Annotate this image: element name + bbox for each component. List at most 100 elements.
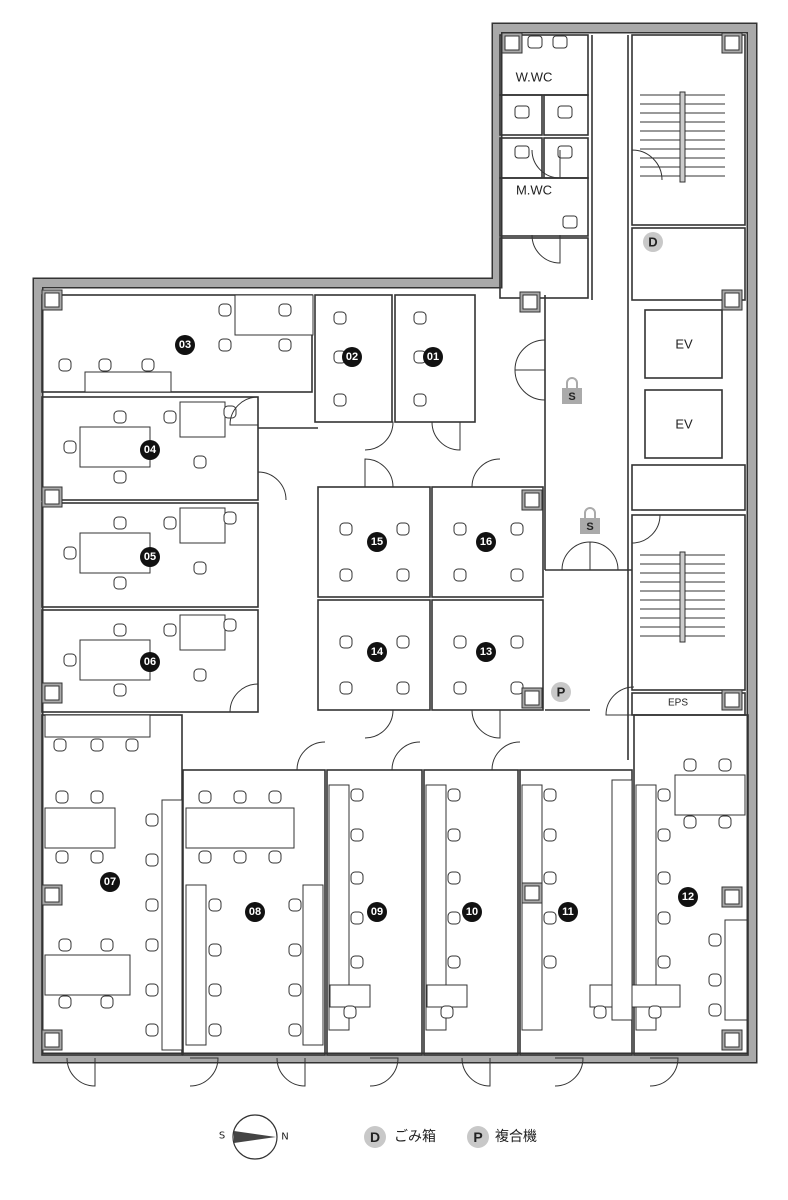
chair xyxy=(288,943,302,957)
chair xyxy=(145,1023,159,1037)
chair xyxy=(543,871,557,885)
room-label-07: 07 xyxy=(100,872,120,892)
stair-rail xyxy=(679,551,686,643)
chair xyxy=(208,943,222,957)
chair xyxy=(453,635,467,649)
column-inner xyxy=(524,885,540,901)
room-wall xyxy=(41,502,259,608)
chair xyxy=(145,938,159,952)
room-wall xyxy=(631,464,746,511)
chair xyxy=(278,338,292,352)
room-wall xyxy=(499,94,543,136)
chair xyxy=(339,522,353,536)
room-wall xyxy=(499,237,589,299)
room-number: 11 xyxy=(562,906,574,918)
printer-legend-label: 複合機 xyxy=(495,1128,537,1145)
chair xyxy=(58,358,72,372)
chair xyxy=(648,1005,662,1019)
chair xyxy=(55,790,69,804)
room-number-badge xyxy=(140,652,160,672)
room-number: 06 xyxy=(144,656,156,668)
room-number-badge xyxy=(367,642,387,662)
chair xyxy=(53,738,67,752)
room-label-03: 03 xyxy=(175,335,195,355)
chair xyxy=(223,511,237,525)
chair xyxy=(453,522,467,536)
chair xyxy=(708,1003,722,1017)
column-inner xyxy=(724,889,740,905)
room-number-badge xyxy=(245,902,265,922)
chair xyxy=(396,635,410,649)
chair xyxy=(98,358,112,372)
door xyxy=(364,709,394,739)
chair xyxy=(339,635,353,649)
door xyxy=(649,1057,679,1087)
chair xyxy=(683,758,697,772)
desk xyxy=(185,884,207,1046)
security-lock-icon: S xyxy=(580,507,600,534)
chair xyxy=(113,683,127,697)
door xyxy=(561,541,591,571)
room-wall xyxy=(317,486,431,598)
chair xyxy=(113,410,127,424)
furniture xyxy=(44,35,748,1051)
chair xyxy=(510,568,524,582)
room-number: 04 xyxy=(144,444,157,456)
column-inner xyxy=(524,492,540,508)
room-wall xyxy=(644,389,723,459)
svg-text:S: S xyxy=(568,391,575,403)
door xyxy=(229,396,259,426)
column-inner xyxy=(724,35,740,51)
door xyxy=(631,149,663,181)
room-wall xyxy=(394,294,476,423)
chair xyxy=(708,973,722,987)
chair xyxy=(453,681,467,695)
room-wall xyxy=(631,227,746,301)
column-inner xyxy=(724,1032,740,1048)
security-lock-icon: S xyxy=(562,377,582,404)
door xyxy=(257,471,287,501)
door xyxy=(514,339,546,371)
room-number-badge xyxy=(367,532,387,552)
room-label-09: 09 xyxy=(367,902,387,922)
room-wall xyxy=(499,177,589,237)
room-number-badge xyxy=(462,902,482,922)
chair xyxy=(657,828,671,842)
chair xyxy=(453,568,467,582)
chair xyxy=(593,1005,607,1019)
desk xyxy=(635,784,657,1031)
desk xyxy=(79,426,151,468)
stair-rail xyxy=(679,91,686,183)
elevator-2-label: EV xyxy=(675,417,693,432)
elevator-1-label: EV xyxy=(675,337,693,352)
chair xyxy=(447,828,461,842)
room-number-badge xyxy=(100,872,120,892)
door xyxy=(66,1057,96,1087)
fixture xyxy=(557,105,573,119)
room-label-05: 05 xyxy=(140,547,160,567)
chair xyxy=(223,618,237,632)
chair xyxy=(233,850,247,864)
desk xyxy=(84,371,172,393)
chair xyxy=(288,898,302,912)
compass-icon: S N xyxy=(219,1114,289,1160)
trash-marker: D xyxy=(643,232,663,252)
chair xyxy=(396,681,410,695)
chair xyxy=(510,681,524,695)
room-number: 03 xyxy=(179,339,191,351)
room-wall xyxy=(431,599,544,711)
chair xyxy=(125,738,139,752)
chair xyxy=(90,738,104,752)
room-label-13: 13 xyxy=(476,642,496,662)
chair xyxy=(90,850,104,864)
room-wall xyxy=(41,609,259,713)
desk xyxy=(674,774,746,816)
column-inner xyxy=(724,292,740,308)
chair xyxy=(343,1005,357,1019)
room-label-14: 14 xyxy=(367,642,387,662)
door xyxy=(296,741,326,771)
printer-legend-symbol: P xyxy=(473,1129,482,1145)
fixture xyxy=(562,215,578,229)
chair xyxy=(413,393,427,407)
chair xyxy=(63,653,77,667)
